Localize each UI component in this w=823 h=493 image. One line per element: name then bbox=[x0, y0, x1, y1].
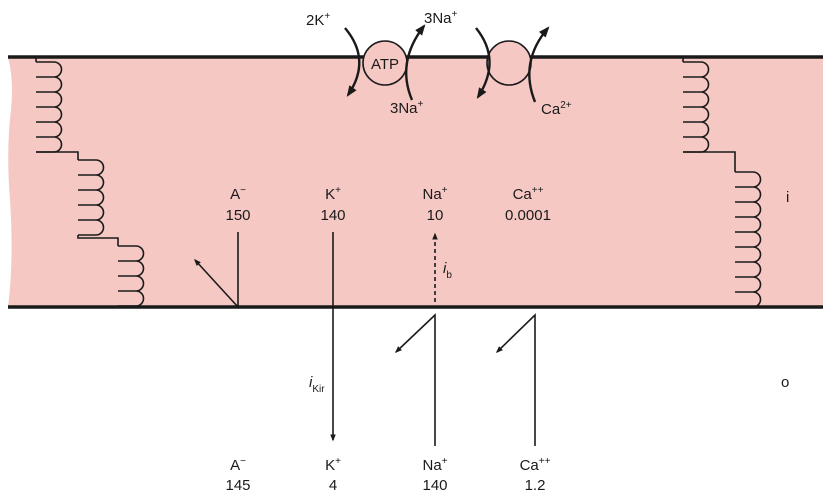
extracellular-calcium: Ca++ 1.2 bbox=[520, 456, 551, 493]
disc-segment bbox=[36, 151, 79, 160]
intracellular-anion: A− 150 bbox=[225, 185, 250, 224]
intercalated-disc bbox=[35, 57, 762, 308]
intracellular-sodium: Na+ 10 bbox=[422, 185, 447, 224]
exchanger-bottom-ion: Ca2+ bbox=[541, 100, 572, 118]
extracellular-sodium: Na+ 140 bbox=[422, 456, 447, 493]
svg-text:A−: A− bbox=[230, 185, 246, 203]
na-efflux-arrow bbox=[405, 24, 426, 101]
na-k-atpase-pump: ATP 2K+ 3Na+ bbox=[306, 11, 426, 117]
svg-text:Na+: Na+ bbox=[422, 456, 447, 474]
background-current-label: ib bbox=[443, 260, 452, 281]
disc-segment bbox=[118, 245, 145, 307]
cell-interior bbox=[8, 57, 823, 307]
disc-segment bbox=[683, 151, 736, 172]
svg-text:Ca++: Ca++ bbox=[513, 185, 544, 203]
svg-text:Na+: Na+ bbox=[422, 185, 447, 203]
svg-text:150: 150 bbox=[225, 207, 250, 224]
svg-text:0.0001: 0.0001 bbox=[505, 207, 551, 224]
calcium-entry-arrow bbox=[495, 313, 536, 446]
svg-text:4: 4 bbox=[329, 477, 337, 493]
extracellular-anion: A− 145 bbox=[225, 456, 250, 493]
svg-text:145: 145 bbox=[225, 477, 250, 493]
intracellular-ions: A− 150 K+ 140 Na+ 10 Ca++ 0.0001 bbox=[225, 185, 550, 224]
exchanger-top-ion: 3Na+ bbox=[424, 9, 458, 27]
svg-text:K+: K+ bbox=[325, 185, 341, 203]
atp-label: ATP bbox=[371, 56, 399, 73]
svg-text:10: 10 bbox=[427, 207, 444, 224]
intracellular-calcium: Ca++ 0.0001 bbox=[505, 185, 551, 224]
svg-text:K+: K+ bbox=[325, 456, 341, 474]
svg-text:A−: A− bbox=[230, 456, 246, 474]
svg-text:140: 140 bbox=[422, 477, 447, 493]
anion-arrow bbox=[194, 232, 239, 310]
k-influx-arrow bbox=[344, 27, 361, 97]
extracellular-potassium: K+ 4 bbox=[325, 456, 341, 493]
na-influx-arrow bbox=[475, 27, 491, 99]
svg-text:1.2: 1.2 bbox=[525, 477, 546, 493]
pump-top-ion: 2K+ bbox=[306, 11, 330, 29]
pump-bottom-ion: 3Na+ bbox=[390, 99, 424, 117]
svg-text:140: 140 bbox=[320, 207, 345, 224]
sodium-entry-arrow bbox=[394, 313, 436, 446]
extracellular-ions: A− 145 K+ 4 Na+ 140 Ca++ 1.2 bbox=[225, 456, 550, 493]
disc-segment bbox=[78, 159, 105, 236]
disc-segment bbox=[735, 171, 762, 308]
disc-segment bbox=[77, 235, 119, 246]
intracellular-side-label: i bbox=[786, 189, 789, 206]
ca-efflux-arrow bbox=[528, 26, 550, 103]
svg-text:Ca++: Ca++ bbox=[520, 456, 551, 474]
kir-current-label: iKir bbox=[309, 374, 325, 395]
na-ca-exchanger: 3Na+ Ca2+ bbox=[424, 9, 572, 118]
intracellular-potassium: K+ 140 bbox=[320, 185, 345, 224]
extracellular-side-label: o bbox=[781, 374, 789, 391]
